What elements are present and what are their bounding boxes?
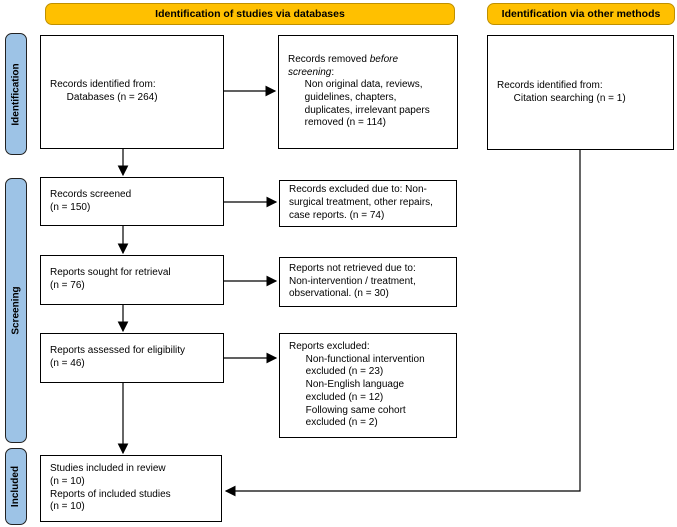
box-studies-included-text: Studies included in review (n = 10) Repo… xyxy=(50,463,171,513)
records-removed-part1: Records removed xyxy=(288,53,370,65)
box-reports-sought-text: Reports sought for retrieval (n = 76) xyxy=(50,267,171,291)
box-reports-sought: Reports sought for retrieval (n = 76) xyxy=(40,255,224,305)
records-removed-part2: : Non original data, reviews, guidelines… xyxy=(304,66,430,129)
stage-label-screening: Screening xyxy=(5,178,27,443)
stage-label-identification-text: Identification xyxy=(10,62,22,126)
stage-label-screening-text: Screening xyxy=(10,286,22,335)
box-reports-excluded: Reports excluded: Non-functional interve… xyxy=(279,333,457,438)
box-records-identified-text: Records identified from: Databases (n = … xyxy=(50,79,158,103)
box-citation-identified-text: Records identified from: Citation search… xyxy=(497,79,626,104)
box-records-identified: Records identified from: Databases (n = … xyxy=(40,35,224,149)
stage-label-identification: Identification xyxy=(5,33,27,155)
box-reports-assessed-text: Reports assessed for eligibility (n = 46… xyxy=(50,345,186,369)
records-removed-italic: before screening xyxy=(288,53,399,78)
box-records-excluded: Records excluded due to: Non- surgical t… xyxy=(279,180,457,227)
box-studies-included: Studies included in review (n = 10) Repo… xyxy=(40,455,222,522)
banner-databases: Identification of studies via databases xyxy=(45,3,455,25)
box-records-removed-text: Records removed before screening: Non or… xyxy=(279,54,432,130)
box-records-removed: Records removed before screening: Non or… xyxy=(278,35,458,149)
box-reports-not-retrieved-text: Reports not retrieved due to: Non-interv… xyxy=(289,262,416,300)
box-reports-excluded-text: Reports excluded: Non-functional interve… xyxy=(289,341,425,429)
box-citation-identified: Records identified from: Citation search… xyxy=(487,35,674,150)
stage-label-included-text: Included xyxy=(10,465,22,508)
box-records-screened: Records screened (n = 150) xyxy=(40,177,224,226)
stage-label-included: Included xyxy=(5,448,27,525)
box-records-screened-text: Records screened (n = 150) xyxy=(50,188,132,213)
box-reports-not-retrieved: Reports not retrieved due to: Non-interv… xyxy=(279,257,457,307)
box-records-excluded-text: Records excluded due to: Non- surgical t… xyxy=(289,184,433,221)
banner-other-methods: Identification via other methods xyxy=(487,3,675,25)
box-reports-assessed: Reports assessed for eligibility (n = 46… xyxy=(40,333,224,383)
